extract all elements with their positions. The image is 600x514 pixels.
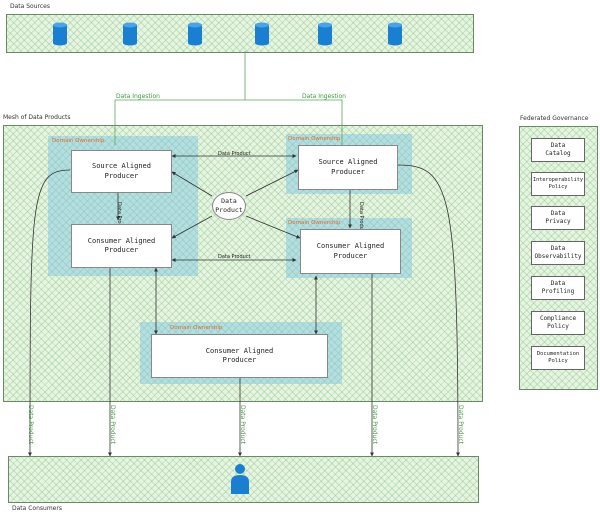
source-aligned-producer-1[interactable]: Source Aligned Producer	[71, 150, 172, 193]
database-icon-2	[123, 22, 137, 46]
ingestion-label-left: Data Ingestion	[116, 93, 160, 100]
consumer-aligned-producer-1[interactable]: Consumer Aligned Producer	[71, 224, 172, 268]
gov-data-privacy[interactable]: Data Privacy	[531, 206, 585, 230]
consumer-flow-label-4: Data Product	[371, 405, 378, 445]
database-icon-5	[318, 22, 332, 46]
federated-label: Federated Governance	[520, 115, 589, 122]
gov-data-profiling[interactable]: Data Profiling	[531, 276, 585, 300]
source-aligned-producer-2[interactable]: Source Aligned Producer	[298, 145, 398, 190]
consumer-aligned-producer-2[interactable]: Consumer Aligned Producer	[300, 229, 401, 274]
data-sources-label: Data Sources	[10, 3, 50, 10]
consumer-aligned-producer-3[interactable]: Consumer Aligned Producer	[151, 334, 328, 378]
consumer-flow-label-3: Data Product	[239, 405, 246, 445]
edge-label-bottom: Data Product	[218, 254, 251, 260]
consumer-flow-label-1: Data Product	[27, 405, 34, 445]
gov-data-catalog[interactable]: Data Catalog	[531, 138, 585, 162]
database-icon-4	[255, 22, 269, 46]
gov-documentation-policy[interactable]: Documentation Policy	[531, 346, 585, 370]
database-icons	[53, 22, 402, 46]
domain-title-4: Domain Ownership	[170, 325, 223, 331]
gov-interoperability-policy[interactable]: Interoperability Policy	[531, 172, 585, 196]
domain-title-1: Domain Ownership	[52, 138, 105, 144]
database-icon-1	[53, 22, 67, 46]
edge-label-top: Data Product	[218, 151, 251, 157]
gov-data-observability[interactable]: Data Observability	[531, 241, 585, 265]
person-icon	[231, 464, 249, 494]
ingestion-label-right: Data Ingestion	[302, 93, 346, 100]
data-sources-panel	[6, 14, 474, 53]
domain-title-2: Domain Ownership	[288, 136, 341, 142]
gov-compliance-policy[interactable]: Compliance Policy	[531, 311, 585, 335]
consumer-flow-label-5: Data Product	[457, 405, 464, 445]
consumer-flow-label-2: Data Product	[109, 405, 116, 445]
mesh-label: Mesh of Data Products	[3, 114, 71, 121]
database-icon-3	[188, 22, 202, 46]
domain-title-3: Domain Ownership	[288, 220, 341, 226]
database-icon-6	[388, 22, 402, 46]
data-product-node[interactable]: Data Product	[212, 192, 246, 220]
data-consumers-label: Data Consumers	[12, 505, 62, 512]
